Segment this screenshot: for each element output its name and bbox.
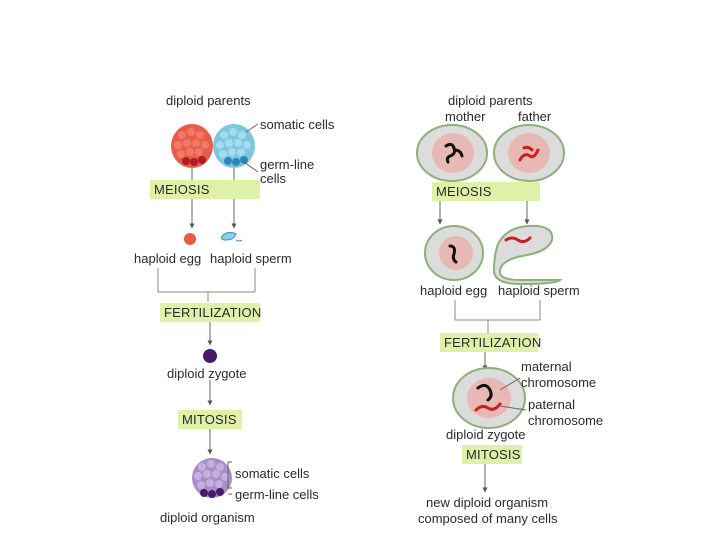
left-fertilization-band: FERTILIZATION (160, 303, 261, 322)
right-diploid-zygote-cell (452, 367, 526, 429)
composed-of-cells-label: composed of many cells (418, 511, 558, 526)
left-haploid-egg-label: haploid egg (134, 251, 202, 266)
right-fertilization-band: FERTILIZATION (440, 333, 541, 352)
right-diploid-parents-label: diploid parents (448, 93, 533, 108)
mother-cell (416, 124, 488, 182)
left-mitosis-band: MITOSIS (178, 410, 242, 429)
paternal-chromosome-label: chromosome (528, 413, 604, 428)
father-label: father (518, 109, 552, 124)
father-cell (493, 124, 565, 182)
left-haploid-sperm-label: haploid sperm (210, 251, 292, 266)
right-haploid-egg-label: haploid egg (420, 283, 488, 298)
mother-label: mother (445, 109, 486, 124)
left-somatic-cells-label: somatic cells (260, 117, 335, 132)
left-germ-line-label: germ-line (260, 157, 315, 172)
left-cells-label: cells (260, 171, 287, 186)
left-somatic-cells-label-2: somatic cells (235, 466, 310, 481)
maternal-label: maternal (521, 359, 572, 374)
left-germ-line-cells-label-2: germ-line cells (235, 487, 319, 502)
diploid-zygote-cell (203, 349, 217, 363)
blue-parent-cell-cluster (213, 124, 255, 168)
left-diploid-organism-label: diploid organism (160, 510, 255, 525)
right-haploid-sperm-cell (492, 224, 563, 286)
left-diploid-zygote-label: diploid zygote (167, 366, 247, 381)
right-haploid-sperm-label: haploid sperm (498, 283, 580, 298)
right-mitosis-band: MITOSIS (462, 445, 522, 464)
left-diploid-parents-label: diploid parents (166, 93, 251, 108)
red-parent-cell-cluster (171, 124, 213, 168)
haploid-egg-cell (184, 233, 196, 245)
maternal-chromosome-label: chromosome (521, 375, 597, 390)
diploid-organism-cluster (192, 458, 232, 498)
right-haploid-egg-cell (424, 225, 484, 281)
left-meiosis-band: MEIOSIS (150, 180, 260, 199)
right-meiosis-band: MEIOSIS (432, 182, 540, 201)
right-diploid-zygote-label: diploid zygote (446, 427, 526, 442)
haploid-sperm-cell (221, 231, 237, 241)
new-organism-label: new diploid organism (426, 495, 549, 510)
paternal-label: paternal (528, 397, 575, 412)
